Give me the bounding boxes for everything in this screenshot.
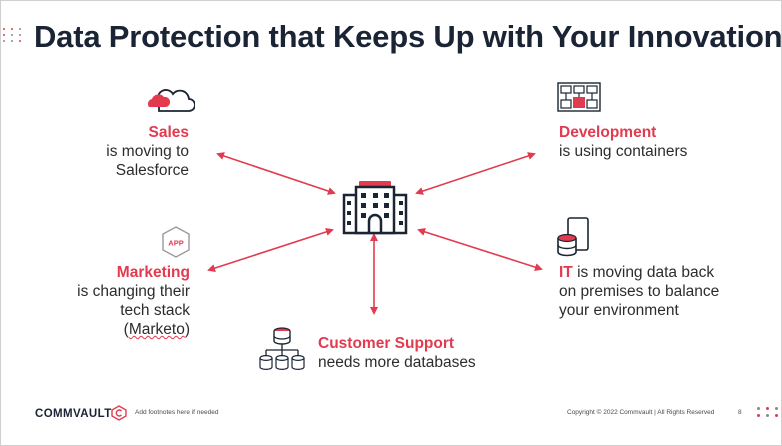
it-line2: on premises to balance bbox=[559, 283, 720, 300]
marketo-word: Marketo bbox=[128, 321, 185, 338]
app-badge-icon: APP bbox=[162, 226, 190, 258]
app-badge-label: APP bbox=[168, 239, 183, 248]
arrow-sales bbox=[216, 152, 336, 195]
sales-line2: Salesforce bbox=[115, 162, 189, 179]
support-block: Customer Support needs more databases bbox=[318, 334, 538, 372]
it-heading: IT bbox=[559, 264, 573, 281]
building-icon bbox=[342, 181, 408, 235]
arrow-it bbox=[417, 228, 543, 271]
copyright: Copyright © 2022 Commvault | All Rights … bbox=[567, 409, 715, 416]
development-heading: Development bbox=[559, 124, 657, 141]
support-heading: Customer Support bbox=[318, 335, 455, 352]
sales-block: Sales is moving to Salesforce bbox=[81, 123, 189, 180]
containers-icon bbox=[557, 82, 601, 112]
arrow-marketing bbox=[207, 228, 334, 272]
it-block: IT is moving data back on premises to ba… bbox=[559, 263, 759, 320]
arrow-development bbox=[415, 152, 536, 195]
sales-line1: is moving to bbox=[106, 143, 189, 160]
sales-heading: Sales bbox=[148, 124, 189, 141]
marketing-line2: tech stack (Marketo) bbox=[120, 302, 190, 338]
footnote: Add footnotes here if needed bbox=[135, 409, 219, 416]
development-block: Development is using containers bbox=[559, 123, 759, 161]
database-device-icon bbox=[557, 217, 589, 257]
database-tree-icon bbox=[259, 327, 305, 370]
it-line3: your environment bbox=[559, 302, 679, 319]
marketing-heading: Marketing bbox=[116, 264, 190, 281]
support-line1: needs more databases bbox=[318, 354, 476, 371]
cloud-icon bbox=[147, 89, 195, 112]
marketing-block: Marketing is changing their tech stack (… bbox=[61, 263, 190, 339]
page-number: 8 bbox=[738, 409, 742, 416]
footer-dot-grid bbox=[757, 407, 780, 417]
slide-title: Data Protection that Keeps Up with Your … bbox=[34, 19, 782, 54]
marketing-line1: is changing their bbox=[77, 283, 190, 300]
commvault-logo-icon bbox=[111, 405, 127, 421]
commvault-logo: COMMVAULT bbox=[35, 408, 112, 420]
development-line1: is using containers bbox=[559, 143, 688, 160]
it-line1: IT is moving data back bbox=[559, 264, 715, 281]
decorative-dot-grid bbox=[3, 28, 23, 42]
